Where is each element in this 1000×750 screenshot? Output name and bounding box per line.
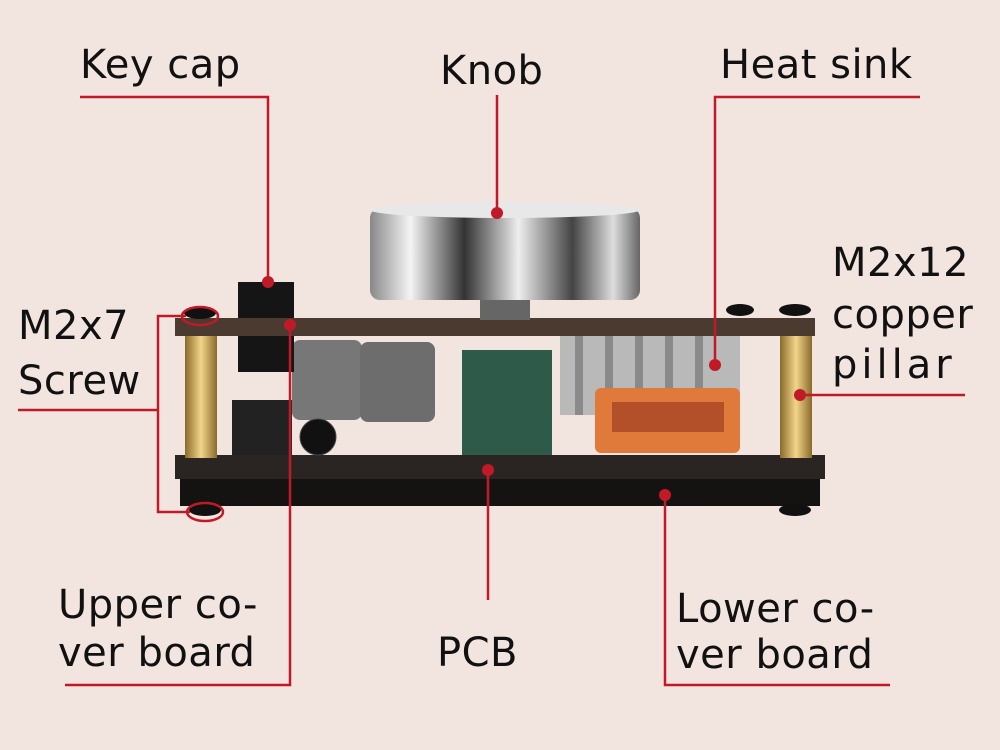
leader-lines xyxy=(18,95,965,687)
pcb-label: PCB xyxy=(437,630,518,676)
leader-dot xyxy=(491,207,503,219)
lower-board-label-line2: ver board xyxy=(676,632,874,678)
screw xyxy=(779,304,811,316)
leader-dot xyxy=(659,489,671,501)
leader-dot xyxy=(262,276,274,288)
capacitor xyxy=(292,340,362,420)
audio-jack-hole xyxy=(299,418,337,456)
screw-label-line2: Screw xyxy=(18,358,141,404)
knob-label: Knob xyxy=(440,48,544,94)
heat-sink-leader xyxy=(713,95,920,365)
upper-board-leader xyxy=(65,325,292,687)
upper-board-label-line2: ver board xyxy=(58,630,256,676)
leader-dot xyxy=(482,464,494,476)
upper-board-label-line1: Upper co- xyxy=(58,582,258,628)
screw-highlight xyxy=(185,501,225,523)
key-cap-label: Key cap xyxy=(80,42,241,88)
upper-cover-board xyxy=(175,318,815,336)
screw-highlight xyxy=(180,305,220,327)
lower-board-label-line1: Lower co- xyxy=(676,586,875,632)
copper-pillar xyxy=(185,330,217,458)
audio-jack xyxy=(232,400,292,455)
pillar-label-line1: M2x12 xyxy=(832,240,970,286)
screw xyxy=(779,504,811,516)
usb-port-inner xyxy=(612,402,724,432)
screw xyxy=(726,304,754,316)
key-cap-leader xyxy=(80,95,270,282)
pillar-label-line3: pillar xyxy=(832,342,956,388)
heat-sink-label: Heat sink xyxy=(720,42,913,88)
pcb xyxy=(175,455,825,479)
pillar-label-line2: copper xyxy=(832,292,974,338)
screw xyxy=(184,307,216,319)
leader-dot xyxy=(709,359,721,371)
screw xyxy=(189,504,221,516)
leader-dots xyxy=(262,207,806,501)
leader-dot xyxy=(794,389,806,401)
knob-top xyxy=(370,202,640,218)
screw-label-line1: M2x7 xyxy=(18,303,130,349)
knob xyxy=(370,208,640,300)
leader-dot xyxy=(284,319,296,331)
lower-cover-board xyxy=(180,478,820,506)
screw-bracket xyxy=(156,314,190,514)
capacitor xyxy=(360,342,435,422)
potentiometer xyxy=(462,350,552,455)
lower-board-leader xyxy=(663,495,890,687)
